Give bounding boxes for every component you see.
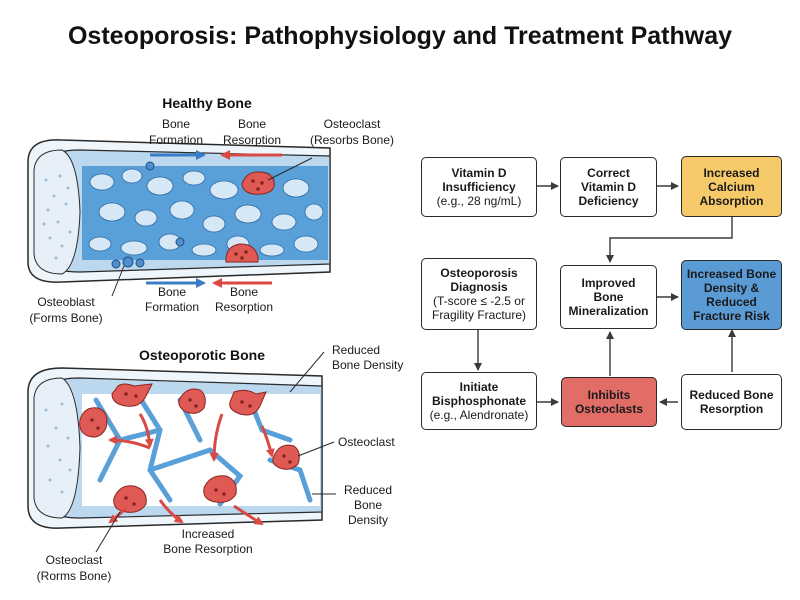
vitd-l3: (e.g., 28 ng/mL) xyxy=(436,194,522,208)
healthy-osteoclast-l1: Osteoclast xyxy=(324,117,381,131)
osteoporotic-resorption-arrows xyxy=(108,413,275,526)
healthy-formation-top-l1: Bone xyxy=(162,117,190,131)
bisphos-l3: (e.g., Alendronate) xyxy=(429,408,529,422)
box-inhibits-osteoclasts: Inhibits Osteoclasts xyxy=(561,377,657,427)
reduced-density-side-l2: Bone xyxy=(354,498,382,512)
inhibits-l2: Osteoclasts xyxy=(574,402,644,416)
box-improved-bone-mineralization: Improved Bone Mineralization xyxy=(560,265,657,329)
density-l3: Reduced xyxy=(706,295,757,309)
reduced-density-top-l1: Reduced xyxy=(332,343,380,357)
healthy-bone-end xyxy=(33,149,81,275)
healthy-formation-top-l2: Formation xyxy=(149,133,203,147)
box-increased-bone-density: Increased Bone Density & Reduced Fractur… xyxy=(681,260,782,330)
calcium-l1: Increased xyxy=(703,165,760,180)
bisphos-l2: Bisphosphonate xyxy=(431,394,526,408)
reduced-l1: Reduced Bone xyxy=(689,388,774,402)
correct-l3: Deficiency xyxy=(578,194,639,208)
box-initiate-bisphosphonate: Initiate Bisphosphonate (e.g., Alendrona… xyxy=(421,372,537,430)
osteoclast-bottom-l2: (Rorms Bone) xyxy=(37,569,112,583)
healthy-osteoclast-l2: (Resorbs Bone) xyxy=(310,133,394,147)
healthy-resorption-bottom-l2: Resorption xyxy=(215,300,273,314)
density-l2: Density & xyxy=(703,281,760,295)
healthy-end-texture xyxy=(42,174,72,260)
page-title: Osteoporosis: Pathophysiology and Treatm… xyxy=(67,22,732,50)
osteoclast-bottom-l1: Osteoclast xyxy=(46,553,103,567)
diagnosis-l2: Diagnosis xyxy=(450,280,508,294)
arrow-calcium-to-mineral xyxy=(606,216,733,263)
reduced-density-top-l2: Bone Density xyxy=(332,358,403,372)
healthy-resorption-bottom-l1: Bone xyxy=(230,285,258,299)
density-l1: Increased Bone xyxy=(686,267,777,281)
increased-resorption-l2: Bone Resorption xyxy=(163,542,252,556)
inhibits-l1: Inhibits xyxy=(587,388,631,402)
osteoclast-side-leader xyxy=(297,441,335,457)
box-reduced-bone-resorption: Reduced Bone Resorption xyxy=(681,374,782,430)
healthy-resorption-top-l2: Resorption xyxy=(223,133,281,147)
mineral-l1: Improved xyxy=(581,276,636,290)
vitd-l1: Vitamin D xyxy=(451,166,507,180)
osteoporotic-bone-header: Osteoporotic Bone xyxy=(139,347,265,363)
increased-resorption-l1: Increased xyxy=(182,527,235,541)
healthy-osteoclast-leader xyxy=(267,157,313,181)
reduced-density-side-l3: Density xyxy=(348,513,388,527)
mineral-l3: Mineralization xyxy=(568,304,649,318)
calcium-l3: Absorption xyxy=(699,193,764,208)
osteoporotic-osteoclasts xyxy=(79,383,300,513)
healthy-osteoblasts xyxy=(111,161,185,269)
healthy-bone-illustration: Healthy Bone xyxy=(27,95,394,325)
healthy-osteoblast-l2: (Forms Bone) xyxy=(29,311,102,325)
mineral-l2: Bone xyxy=(593,290,624,304)
osteoporotic-end-texture xyxy=(44,402,72,494)
healthy-osteoblast-l1: Osteoblast xyxy=(37,295,95,309)
diagnosis-l1: Osteoporosis xyxy=(440,266,518,280)
healthy-formation-bottom-l1: Bone xyxy=(158,285,186,299)
correct-l1: Correct xyxy=(587,166,630,180)
bisphos-l1: Initiate xyxy=(459,380,499,394)
box-osteoporosis-diagnosis: Osteoporosis Diagnosis (T-score ≤ -2.5 o… xyxy=(421,258,537,330)
reduced-l2: Resorption xyxy=(699,402,764,416)
reduced-density-side-l1: Reduced xyxy=(344,483,392,497)
density-l4: Fracture Risk xyxy=(693,309,770,323)
vitd-l2: Insufficiency xyxy=(442,180,516,194)
box-increased-calcium-absorption: Increased Calcium Absorption xyxy=(681,156,782,217)
healthy-osteoblast-leader xyxy=(111,265,125,297)
osteoporotic-bone-illustration: Osteoporotic Bone xyxy=(27,343,403,583)
box-correct-vitamin-d: Correct Vitamin D Deficiency xyxy=(560,157,657,217)
healthy-osteoclasts xyxy=(225,171,275,263)
osteoporotic-osteoclast-label: Osteoclast xyxy=(338,435,395,449)
reduced-density-top-leader xyxy=(289,351,325,393)
healthy-formation-bottom-l2: Formation xyxy=(145,300,199,314)
healthy-bone-header: Healthy Bone xyxy=(162,95,252,111)
box-vitamin-d-insufficiency: Vitamin D Insufficiency (e.g., 28 ng/mL) xyxy=(421,157,537,217)
calcium-l2: Calcium xyxy=(708,179,755,194)
flow-connectors xyxy=(474,182,736,406)
diagnosis-l4: Fragility Fracture) xyxy=(431,308,526,322)
osteoclast-bottom-leader xyxy=(95,511,121,553)
diagnosis-l3: (T-score ≤ -2.5 or xyxy=(433,294,525,308)
healthy-resorption-top-l1: Bone xyxy=(238,117,266,131)
correct-l2: Vitamin D xyxy=(580,180,637,194)
osteoporotic-bone-end xyxy=(33,377,81,519)
